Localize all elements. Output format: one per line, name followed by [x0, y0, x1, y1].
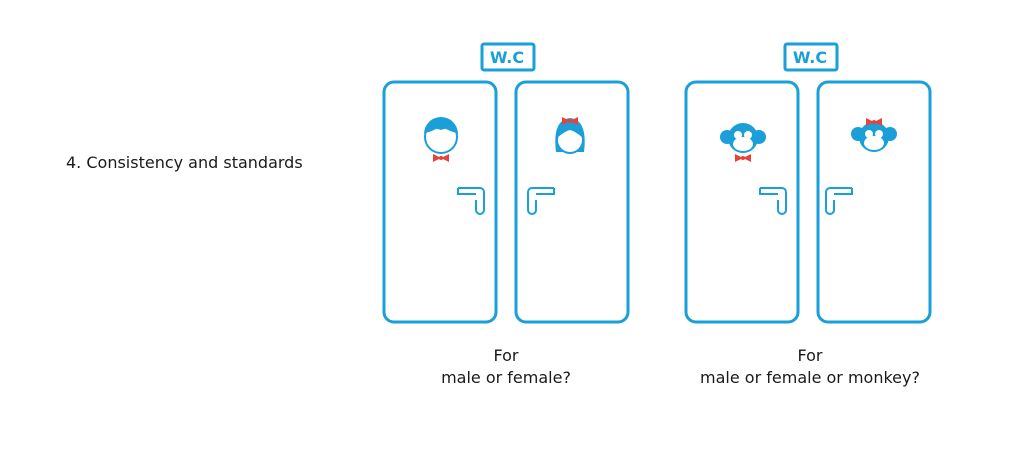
- wc-sign-right: [783, 42, 839, 72]
- door-male[interactable]: [382, 80, 498, 324]
- door-handle-icon: [527, 187, 555, 215]
- wc-sign-right-label: W.C: [792, 48, 828, 67]
- door-monkey-male[interactable]: [684, 80, 800, 324]
- door-monkey-female[interactable]: [816, 80, 932, 324]
- caption-left-line1: For: [493, 346, 519, 365]
- boy-icon: [424, 117, 458, 162]
- slide-heading: 4. Consistency and standards: [66, 153, 303, 172]
- caption-right: For male or female or monkey?: [665, 345, 955, 389]
- door-handle-icon: [759, 187, 787, 215]
- caption-left: For male or female?: [406, 345, 606, 389]
- caption-left-line2: male or female?: [441, 368, 571, 387]
- door-handle-icon: [825, 187, 853, 215]
- monkey-girl-icon: [851, 118, 897, 152]
- monkey-boy-icon: [720, 123, 766, 162]
- wc-sign-left: [480, 42, 536, 72]
- caption-right-line1: For: [797, 346, 823, 365]
- girl-icon: [555, 117, 585, 154]
- door-handle-icon: [457, 187, 485, 215]
- caption-right-line2: male or female or monkey?: [700, 368, 920, 387]
- wc-sign-left-label: W.C: [489, 48, 525, 67]
- door-female[interactable]: [514, 80, 630, 324]
